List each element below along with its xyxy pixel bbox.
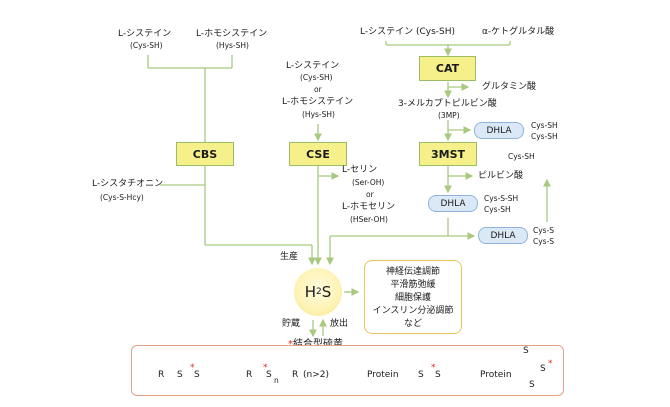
f1-r: R <box>158 370 165 380</box>
effect-etc: など <box>403 319 422 329</box>
f3-s2: S <box>435 370 441 380</box>
f3-s: S <box>418 370 424 380</box>
dhla-mid: DHLA <box>428 195 478 212</box>
release-label: 放出 <box>330 319 349 329</box>
pyruvate-label: ピルビン酸 <box>478 171 524 181</box>
cys-right-label: L-システイン (Cys-SH) <box>360 27 456 37</box>
f4-s-right: S <box>540 364 546 374</box>
dhla-top: DHLA <box>474 122 524 139</box>
f1-s2: S <box>194 370 200 380</box>
cse-input-hcy: L-ホモシステイン <box>282 97 354 107</box>
glutamate-label: グルタミン酸 <box>482 82 537 92</box>
cse-input-hcy-abbr: (Hys-SH) <box>302 110 335 119</box>
dhla-low: DHLA <box>478 227 528 244</box>
dhla-top-out-1: Cys-SH <box>531 121 558 130</box>
f3-star: * <box>431 363 436 373</box>
dhla-top-out-2: Cys-SH <box>531 132 558 141</box>
f2-n: n <box>274 376 279 385</box>
enzyme-3mst: 3MST <box>419 142 477 166</box>
cse-input-cys: L-システイン <box>286 61 340 71</box>
dhla-low-out-2: Cys-S <box>533 237 555 246</box>
cse-out-or: or <box>366 190 374 199</box>
effect-neuro: 神経伝達調節 <box>385 267 440 277</box>
cys-left-abbr: (Cys-SH) <box>130 41 163 50</box>
bound-sulfur-frame <box>131 345 564 396</box>
akg-label: α-ケトグルタル酸 <box>482 27 555 37</box>
serine-abbr: (Ser-OH) <box>352 178 385 187</box>
mercaptopyruvate-label: 3-メルカプトピルビン酸 <box>398 99 497 109</box>
mercaptopyruvate-abbr: (3MP) <box>438 111 460 120</box>
cse-input-cys-abbr: (Cys-SH) <box>300 73 333 82</box>
effects-box: 神経伝達調節 平滑筋弛緩 細胞保護 インスリン分泌調節 など <box>364 260 462 334</box>
f3-protein: Protein <box>367 370 399 380</box>
dhla-low-out-1: Cys-S <box>533 226 555 235</box>
f2-r: R <box>246 370 253 380</box>
dhla-mid-out-2: Cys-SH <box>484 205 511 214</box>
storage-label: 貯蔵 <box>282 319 301 329</box>
cse-input-or: or <box>314 85 322 94</box>
enzyme-cse: CSE <box>289 142 347 166</box>
enzyme-cat: CAT <box>419 56 476 81</box>
f4-s-left: S <box>529 380 535 390</box>
f2-star: * <box>263 363 268 373</box>
f2-note: (n>2) <box>303 370 329 380</box>
serine-label: L-セリン <box>342 165 378 175</box>
f2-s: S <box>266 370 272 380</box>
hcy-left-abbr: (Hys-SH) <box>216 41 249 50</box>
dhla-mid-out-1: Cys-S-SH <box>484 194 519 203</box>
enzyme-cbs: CBS <box>176 142 234 166</box>
hcy-left-label: L-ホモシステイン <box>196 29 268 39</box>
homoserine-label: L-ホモセリン <box>342 202 396 212</box>
effect-insulin: インスリン分泌調節 <box>372 306 454 316</box>
effect-smooth-muscle: 平滑筋弛緩 <box>390 280 436 290</box>
bound-sulfur-mark: * <box>288 339 293 350</box>
h2s-h: H <box>304 283 316 301</box>
dhla-side-in: Cys-SH <box>508 152 535 161</box>
h2s-s: S <box>321 283 332 301</box>
f2-r2: R <box>292 370 299 380</box>
f4-protein: Protein <box>480 370 512 380</box>
effect-cytoprotection: 細胞保護 <box>394 293 431 303</box>
homoserine-abbr: (HSer-OH) <box>350 215 388 224</box>
cystathionine-abbr: (Cys-S-Hcy) <box>100 193 144 202</box>
production-label: 生産 <box>280 252 299 262</box>
f4-s-top: S <box>523 346 529 356</box>
f4-star: * <box>548 359 553 369</box>
f1-s: S <box>177 370 183 380</box>
cys-left-label: L-システイン <box>118 29 172 39</box>
cystathionine-label: L-シスタチオニン <box>92 179 164 189</box>
h2s-sub: 2 <box>316 287 322 297</box>
f1-star: * <box>190 363 195 373</box>
